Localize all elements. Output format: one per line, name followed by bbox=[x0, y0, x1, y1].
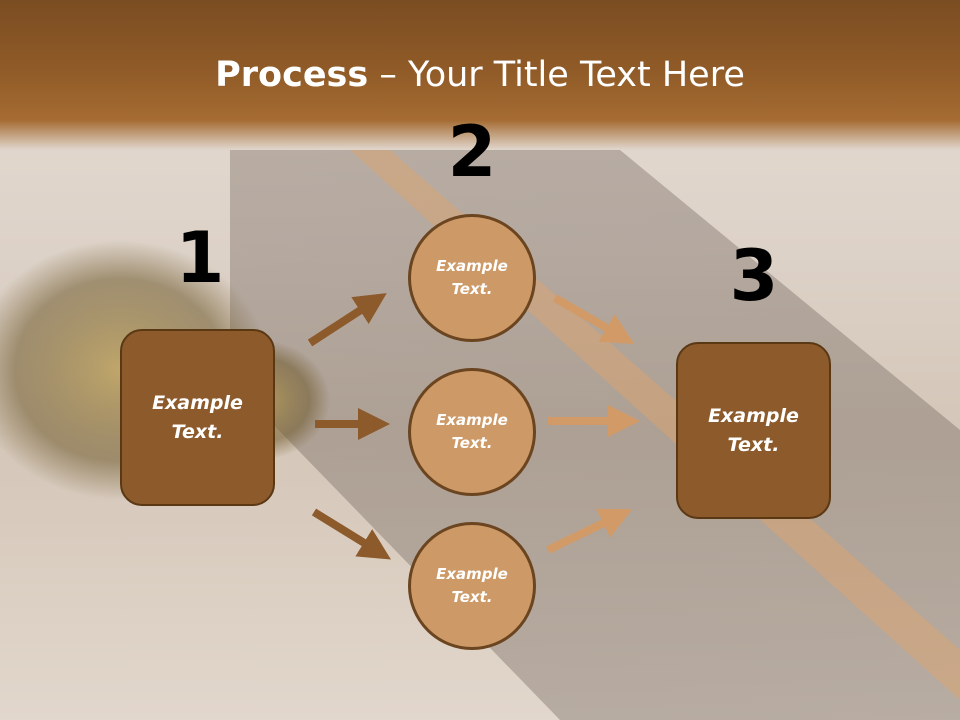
slide-title: Process – Your Title Text Here bbox=[0, 52, 960, 98]
step-3-box: Example Text. bbox=[676, 342, 831, 519]
title-bold: Process bbox=[215, 55, 369, 95]
step-3-number: 3 bbox=[729, 235, 779, 317]
arrow-2-top-to-3 bbox=[552, 294, 635, 345]
title-rest: – Your Title Text Here bbox=[368, 55, 745, 95]
step-2-circle-top: Example Text. bbox=[408, 214, 536, 342]
step-2-label-middle: Example Text. bbox=[436, 411, 508, 452]
step-2-number: 2 bbox=[447, 111, 497, 193]
title-bar bbox=[0, 0, 960, 150]
step-3-label: Example Text. bbox=[708, 404, 799, 456]
arrow-2-bottom-to-3 bbox=[546, 508, 632, 554]
arrow-1-to-2-top bbox=[307, 293, 387, 347]
step-2-circle-middle: Example Text. bbox=[408, 368, 536, 496]
step-1-label: Example Text. bbox=[152, 391, 243, 443]
step-1-number: 1 bbox=[175, 217, 225, 299]
step-2-circle-bottom: Example Text. bbox=[408, 522, 536, 650]
step-1-box: Example Text. bbox=[120, 329, 275, 506]
step-2-label-bottom: Example Text. bbox=[436, 565, 508, 606]
arrow-1-to-2-bottom bbox=[311, 508, 392, 560]
step-2-label-top: Example Text. bbox=[436, 257, 508, 298]
